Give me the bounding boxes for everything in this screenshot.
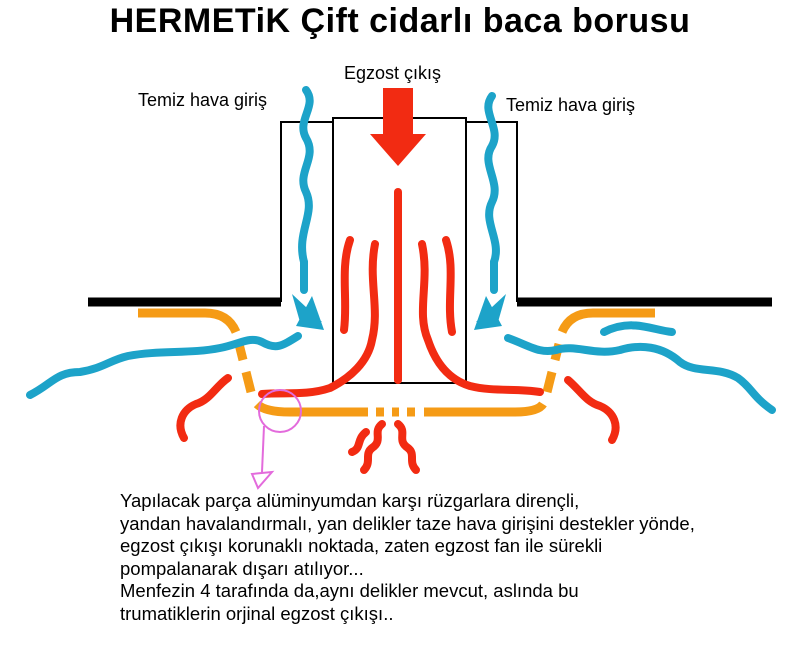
exhaust-drip-left [360, 420, 386, 474]
exhaust-outer-left [176, 374, 232, 442]
description-line: pompalanarak dışarı atılıyor... [120, 557, 364, 579]
callout-line [261, 425, 265, 473]
exhaust-mid-left [340, 236, 354, 334]
exhaust-inner-right [418, 240, 544, 396]
fresh-air-left-inner [298, 86, 314, 266]
description-line: yandan havalandırmalı, yan delikler taze… [120, 512, 695, 534]
fresh-air-right-inner [484, 92, 500, 266]
fresh-air-left-lower [26, 332, 302, 399]
fresh-air-right-lower [504, 334, 776, 414]
callout-circle [258, 389, 302, 433]
description-text: Yapılacak parça alüminyumdan karşı rüzga… [120, 490, 796, 626]
hole-callout [250, 389, 302, 490]
exhaust-out-label: Egzost çıkış [344, 63, 442, 83]
description-line: Yapılacak parça alüminyumdan karşı rüzga… [120, 490, 580, 511]
fresh-air-right-upper [600, 321, 676, 336]
exhaust-arrow [370, 88, 426, 166]
fresh-air-flows [26, 86, 776, 414]
arrowhead-right-lower [474, 296, 502, 330]
exhaust-flows [176, 188, 620, 474]
fresh-air-left-label: Temiz hava giriş [138, 90, 268, 110]
exhaust-drip-left-outer [348, 428, 370, 456]
fresh-air-right-label: Temiz hava giriş [506, 95, 636, 115]
exhaust-mid-right [442, 236, 456, 336]
exhaust-drip-right [394, 420, 420, 474]
description-line: egzost çıkışı korunaklı noktada, zaten e… [120, 535, 603, 557]
fresh-air-arrowheads [292, 294, 506, 330]
diagram-title: HERMETiK Çift cidarlı baca borusu [109, 2, 691, 40]
description-line: trumatiklerin orjinal egzost çıkışı.. [120, 602, 394, 624]
description-line: Menfezin 4 tarafında da,aynı delikler me… [120, 580, 579, 602]
exhaust-outer-right [564, 376, 620, 444]
exhaust-inner-left [258, 240, 379, 398]
callout-arrowhead [250, 470, 275, 490]
arrowhead-left-lower [296, 296, 324, 330]
